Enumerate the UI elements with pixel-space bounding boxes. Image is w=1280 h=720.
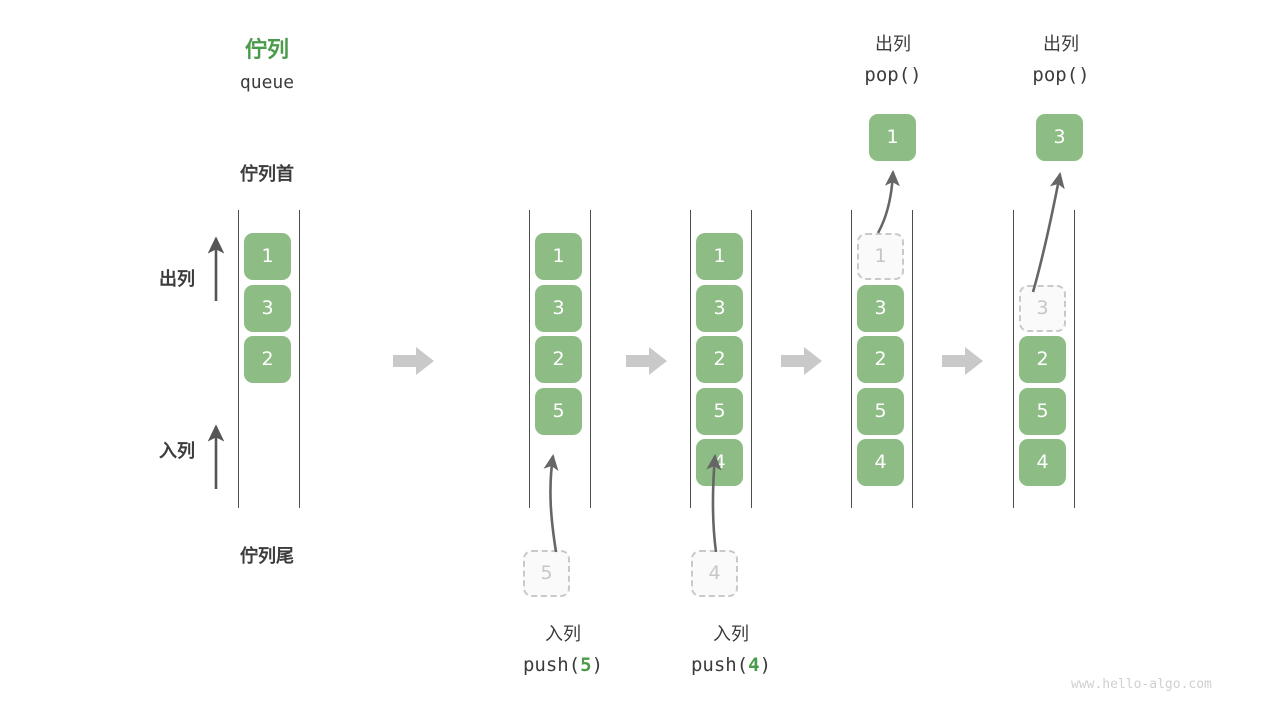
push-op-label: 入列 (713, 624, 749, 645)
queue-element: 3 (696, 284, 743, 332)
push-fn-argument: 4 (748, 654, 760, 676)
push-fn-name: push( (690, 654, 749, 676)
pop-op-label: 出列 (875, 34, 911, 55)
watermark: www.hello-algo.com (1071, 677, 1212, 692)
queue-element: 1 (535, 233, 582, 280)
flow-arrow (942, 345, 984, 377)
queue-element: 3 (535, 284, 582, 332)
queue-rail-right (912, 210, 913, 508)
pop-op-label: 出列 (1043, 34, 1079, 55)
flow-arrow (626, 345, 668, 377)
pop-1-arrow (876, 169, 900, 234)
push-fn-name: push( (522, 654, 581, 676)
popped-output-element: 1 (869, 114, 916, 161)
queue-element: 4 (696, 439, 743, 487)
queue-element: 2 (857, 336, 904, 384)
dequeue-direction-label: 出列 (159, 269, 195, 290)
queue-element: 1 (244, 233, 291, 280)
queue-element: 2 (535, 336, 582, 384)
pop-op-signature: pop() (1032, 64, 1090, 86)
push-5-arrow (543, 453, 559, 553)
queue-rail-right (1074, 210, 1075, 508)
queue-element: 5 (857, 387, 904, 435)
queue-element: 3 (244, 284, 291, 332)
push-op-label: 入列 (545, 624, 581, 645)
queue-element-ghost: 1 (857, 233, 904, 280)
flow-arrow (393, 345, 435, 377)
queue-rear-label: 佇列尾 (240, 546, 294, 567)
push-fn-close-paren: ) (591, 654, 604, 676)
queue-element: 2 (244, 336, 291, 384)
queue-element: 4 (857, 439, 904, 487)
pending-input-element: 4 (691, 550, 738, 597)
queue-element: 2 (1019, 336, 1066, 384)
push-op-signature: push(4) (676, 654, 786, 676)
queue-rail-left (1013, 210, 1014, 508)
queue-element-ghost: 3 (1019, 284, 1066, 332)
queue-front-label: 佇列首 (240, 164, 294, 185)
push-fn-argument: 5 (580, 654, 592, 676)
queue-element: 1 (696, 233, 743, 280)
page-title: 佇列 (244, 38, 289, 63)
page-subtitle: queue (239, 72, 295, 93)
queue-rail-right (751, 210, 752, 508)
flow-arrow (781, 345, 823, 377)
queue-element: 5 (1019, 387, 1066, 435)
queue-element: 4 (1019, 439, 1066, 487)
queue-rail-right (299, 210, 300, 508)
pop-op-signature: pop() (864, 64, 922, 86)
popped-output-element: 3 (1036, 114, 1083, 161)
queue-element: 2 (696, 336, 743, 384)
queue-rail-left (529, 210, 530, 508)
push-op-signature: push(5) (508, 654, 618, 676)
pop-3-arrow (1031, 171, 1065, 293)
queue-rail-left (238, 210, 239, 508)
push-fn-close-paren: ) (759, 654, 772, 676)
queue-element: 5 (696, 387, 743, 435)
pending-input-element: 5 (523, 550, 570, 597)
queue-rail-right (590, 210, 591, 508)
enqueue-direction-label: 入列 (159, 441, 195, 462)
queue-rail-left (851, 210, 852, 508)
queue-element: 5 (535, 387, 582, 435)
queue-element: 3 (857, 284, 904, 332)
queue-rail-left (690, 210, 691, 508)
